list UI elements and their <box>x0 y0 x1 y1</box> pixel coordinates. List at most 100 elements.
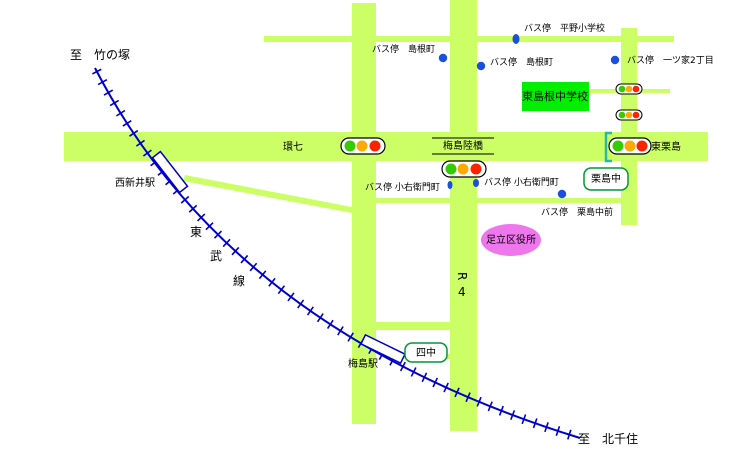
label-route4-4: 4 <box>458 285 466 299</box>
rail-tick <box>347 332 354 342</box>
rail-tick <box>268 277 276 287</box>
bus-stop-shimane-2-label: バス停 島根町 <box>490 56 553 68</box>
rail-tick <box>92 68 102 75</box>
road-horizontal-lower <box>376 322 450 330</box>
label-umejima-bridge: 梅島陸橋 <box>443 139 483 152</box>
label-higashi-kurishima: 東栗島 <box>651 140 681 153</box>
rail-tick <box>421 372 428 383</box>
tobu-railway <box>92 67 581 440</box>
bus-stop-koemon-2-marker <box>473 179 479 187</box>
rail-tick <box>129 129 139 137</box>
road-nishiarai-diagonal <box>183 175 352 213</box>
label-kannana: 環七 <box>283 141 303 153</box>
rail-tick <box>510 410 516 420</box>
bus-stops: バス停 平野小学校 バス停 島根町 バス停 島根町 バス停 一ツ家2丁目 バス停… <box>365 22 714 218</box>
rail-tick <box>258 270 267 280</box>
nishiarai-station-box <box>151 150 189 194</box>
kurishima-chu-label: 栗島中 <box>591 172 621 185</box>
rail-tick <box>240 254 249 264</box>
rail-tick <box>222 238 231 248</box>
rail-tick <box>97 79 108 86</box>
higashi-shimane-jhs-label: 東島根中学校 <box>522 89 588 103</box>
label-route4-r: R <box>455 272 469 280</box>
road-horizontal-koemon <box>376 198 624 203</box>
label-tobu-line-3: 線 <box>233 273 245 288</box>
road-route4 <box>450 0 477 431</box>
rail-tick <box>249 262 258 272</box>
rail-tick <box>135 139 145 147</box>
rail-tick <box>410 367 417 377</box>
rail-tick <box>316 313 324 323</box>
traffic-light-school-2 <box>615 109 643 121</box>
rail-tick <box>122 119 132 127</box>
traffic-light-school-1 <box>615 83 643 95</box>
rail-tick <box>337 326 344 336</box>
traffic-lights <box>340 83 652 178</box>
rail-tick <box>443 382 449 393</box>
rail-line <box>94 67 581 439</box>
rail-tick <box>432 377 439 388</box>
traffic-light-umejima-bridge <box>441 160 487 178</box>
umejima-station-box <box>360 333 406 365</box>
adachi-office-label: 足立区役所 <box>486 233 536 246</box>
rail-tick <box>555 425 561 436</box>
bus-stop-kurishima-mae-marker <box>557 189 567 199</box>
rail-tick <box>213 230 223 239</box>
bracket-marker <box>604 131 612 163</box>
rail-tick <box>454 387 460 398</box>
rail-tick <box>476 396 482 407</box>
bus-stop-koemon-2-label: バス停 小右衛門町 <box>484 176 559 188</box>
rail-tick <box>109 99 120 107</box>
traffic-light-higashi-kurishima <box>608 137 652 155</box>
bus-stop-shimane-1-label: バス停 島根町 <box>372 43 435 55</box>
rail-tick <box>306 306 314 316</box>
label-tobu-line-2: 武 <box>210 249 222 263</box>
higashi-shimane-jhs-box <box>522 82 589 111</box>
rail-tick <box>287 292 295 302</box>
label-tobu-line-1: 東 <box>190 225 202 239</box>
rail-tick <box>521 414 527 425</box>
bus-stop-hitotsuya-label: バス停 一ツ家2丁目 <box>627 54 714 66</box>
rail-tick <box>487 401 493 412</box>
landmarks: 東島根中学校 足立区役所 栗島中 四中 <box>404 82 629 363</box>
label-umejima-station: 梅島駅 <box>348 357 378 370</box>
label-to-takenotsuka: 至 竹の塚 <box>70 48 130 62</box>
rail-tick <box>180 195 190 204</box>
rail-tick <box>142 149 152 157</box>
rail-tick <box>567 429 572 440</box>
rail-tick <box>205 222 214 231</box>
bus-stop-shimane-2-marker <box>476 61 486 71</box>
place-labels: 至 竹の塚 至 北千住 西新井駅 梅島駅 東 武 線 環七 東栗島 梅島陸橋 R… <box>70 48 681 446</box>
bus-stop-koemon-1-marker <box>447 181 453 189</box>
rail-tick <box>231 246 240 256</box>
bus-stop-koemon-1-label: バス停 小右衛門町 <box>365 181 440 193</box>
road-vertical-left <box>352 3 376 424</box>
kurishima-chu-box <box>583 167 629 191</box>
rail-tick <box>115 109 126 117</box>
rail-tick <box>498 405 504 416</box>
rail-tick <box>196 213 206 222</box>
label-to-kitasenju: 至 北千住 <box>578 432 638 446</box>
bus-stop-kurishima-mae-label: バス停 栗島中前 <box>541 206 613 218</box>
rail-tick <box>465 392 471 403</box>
rail-tick <box>326 319 334 329</box>
road-kannana <box>64 132 708 161</box>
rail-tick <box>399 361 406 372</box>
label-nishiarai-station: 西新井駅 <box>115 176 155 189</box>
bus-stop-hirano-school-label: バス停 平野小学校 <box>524 22 605 34</box>
rail-tick <box>103 89 114 96</box>
rail-tick <box>544 422 549 433</box>
roads <box>64 0 708 431</box>
yonchu-label: 四中 <box>416 346 436 359</box>
rail-tick <box>188 204 198 213</box>
bus-stop-hirano-school-marker <box>512 34 520 44</box>
adachi-office-ellipse <box>481 224 541 256</box>
rail-tick <box>532 418 538 429</box>
yonchu-box <box>404 342 448 363</box>
rail-tick <box>277 285 286 295</box>
traffic-light-kannana <box>340 137 386 155</box>
bus-stop-shimane-1-marker <box>438 53 448 63</box>
bus-stop-hitotsuya-marker <box>610 55 620 65</box>
rail-tick <box>297 299 305 309</box>
